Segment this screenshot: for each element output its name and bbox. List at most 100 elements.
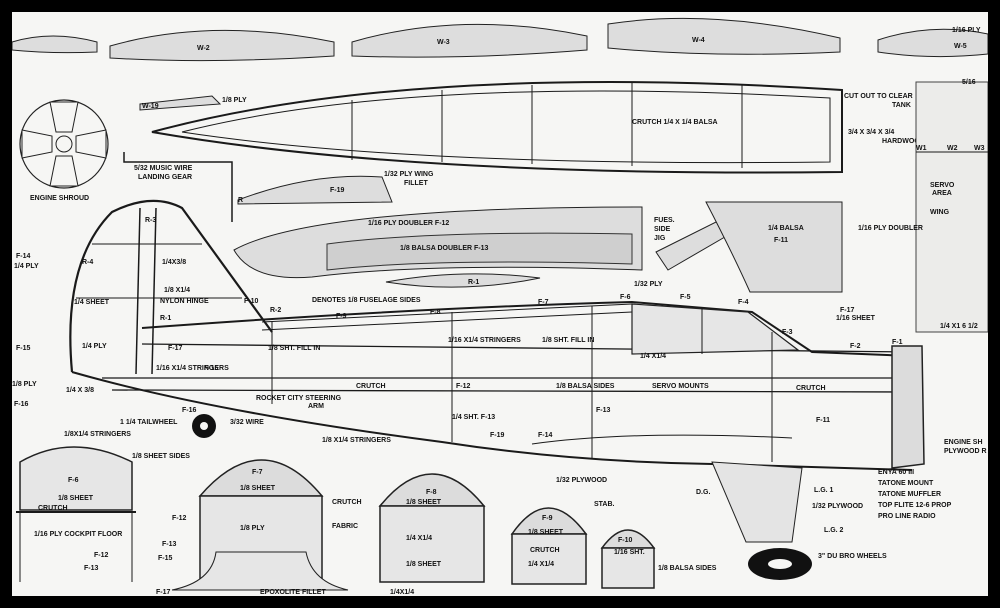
label-engine-shroud: ENGINE SHROUD bbox=[30, 195, 89, 202]
label-f12-f7: F-12 bbox=[172, 515, 187, 522]
shroud-hub bbox=[55, 135, 73, 153]
label-former-f9: F-9 bbox=[542, 515, 553, 522]
label-f15-body: F-15 bbox=[204, 365, 219, 372]
wing-rib-w19 bbox=[139, 95, 222, 111]
label-former-f8: F-8 bbox=[426, 489, 437, 496]
label-r3: R-3 bbox=[145, 217, 156, 224]
label-former-f10: F-10 bbox=[618, 537, 633, 544]
label-f12-former: F-12 bbox=[94, 552, 109, 559]
former-f7-top bbox=[198, 459, 324, 497]
rudder-hinge-line bbox=[135, 207, 141, 375]
engine-shroud-outline bbox=[19, 99, 109, 189]
former-f10-body bbox=[601, 547, 655, 589]
label-r1: R-1 bbox=[160, 315, 171, 322]
label-balsa-doubler: 1/8 BALSA DOUBLER F-13 bbox=[400, 245, 489, 252]
label-5-16: 5/16 bbox=[962, 79, 976, 86]
label-f16: F-16 bbox=[182, 407, 197, 414]
label-ply-wing: 1/32 PLY WING bbox=[384, 171, 434, 178]
label-f1: F-1 bbox=[892, 339, 903, 346]
label-crutch-balsa: CRUTCH 1/4 X 1/4 BALSA bbox=[632, 119, 718, 126]
label-r2: R-2 bbox=[270, 307, 281, 314]
label-f8: F-8 bbox=[430, 309, 441, 316]
label-f11-panel: F-11 bbox=[774, 237, 788, 244]
label-f9: F-9 bbox=[336, 313, 347, 320]
former-cross-sections: F-6 1/8 SHEET CRUTCH 1/16 PLY COCKPIT FL… bbox=[16, 446, 717, 596]
label-f2: F-2 bbox=[850, 343, 861, 350]
label-fabric: FABRIC bbox=[332, 523, 358, 530]
label-f19-top: F-19 bbox=[330, 187, 345, 194]
label-1-4-x-3-8: 1/4 X 3/8 bbox=[66, 387, 94, 394]
label-left-f16: F-16 bbox=[14, 401, 29, 408]
label-f8-sheet-b: 1/8 SHEET bbox=[406, 561, 442, 568]
label-f8-size: 1/4 X1/4 bbox=[406, 535, 432, 542]
label-r: R bbox=[238, 197, 243, 204]
rib-label-w19: W-19 bbox=[142, 103, 159, 110]
former-f9-body bbox=[511, 533, 587, 585]
crutch-outline bbox=[151, 81, 843, 174]
label-music-wire: 5/32 MUSIC WIRE bbox=[134, 165, 193, 172]
label-lg1: L.G. 1 bbox=[814, 487, 834, 494]
wing-fillet-part bbox=[237, 175, 393, 205]
label-f5: F-5 bbox=[680, 294, 691, 301]
label-jig: JIG bbox=[654, 235, 666, 242]
gear-fairing bbox=[711, 461, 803, 543]
label-sht-fill-a: 1/8 SHT. FILL IN bbox=[268, 345, 320, 352]
label-sheet-sides: 1/8 SHEET SIDES bbox=[132, 453, 190, 460]
label-f7-sheet: 1/8 SHEET bbox=[240, 485, 276, 492]
fin-spar-line bbox=[151, 207, 157, 375]
label-steering-1: ROCKET CITY STEERING bbox=[256, 395, 342, 402]
label-former-f7: F-7 bbox=[252, 469, 263, 476]
label-engine-sh: ENGINE SH bbox=[944, 439, 983, 446]
label-landing-gear: LANDING GEAR bbox=[138, 174, 192, 181]
former-f8-body bbox=[379, 505, 485, 583]
label-1-16-x-1-4-tail: 1/16 X1/4 STRINGERS bbox=[156, 365, 229, 372]
label-servo-mounts: SERVO MOUNTS bbox=[652, 383, 709, 390]
label-ply-doubler-right: 1/16 PLY DOUBLER bbox=[858, 225, 923, 232]
spec-engine: ENYA 60 III bbox=[878, 469, 914, 476]
label-1-32-ply: 1/32 PLY bbox=[634, 281, 663, 288]
spec-radio: PRO LINE RADIO bbox=[878, 513, 936, 520]
shroud-cutout-right bbox=[75, 129, 107, 159]
label-f7: F-7 bbox=[538, 299, 549, 306]
label-r4: R-4 bbox=[82, 259, 93, 266]
label-cut-out-1: CUT OUT TO CLEAR bbox=[844, 93, 913, 100]
label-cockpit-floor: 1/16 PLY COCKPIT FLOOR bbox=[34, 531, 122, 538]
shroud-cutout-left bbox=[21, 129, 53, 159]
label-former-f6: F-6 bbox=[68, 477, 79, 484]
label-f8-sheet: 1/8 SHEET bbox=[406, 499, 442, 506]
label-1-4x3-8: 1/4X3/8 bbox=[162, 259, 186, 266]
tailwheel-hub bbox=[200, 422, 208, 430]
label-1-4-balsa: 1/4 BALSA bbox=[768, 225, 804, 232]
label-1-4-sht-f13: 1/4 SHT. F-13 bbox=[452, 414, 495, 421]
wing-rib-row: W-2 W-3 W-4 W-5 1/16 PLY bbox=[12, 17, 988, 62]
label-1-32-plywood: 1/32 PLYWOOD bbox=[812, 503, 863, 510]
label-w1: W1 bbox=[916, 145, 927, 152]
label-1-8x1-4-stringers: 1/8X1/4 STRINGERS bbox=[64, 431, 131, 438]
label-hardwood-2: HARDWOOD bbox=[882, 138, 925, 145]
spec-prop: TOP FLITE 12-6 PROP bbox=[878, 502, 952, 509]
label-1-8-ply: 1/8 PLY bbox=[222, 97, 247, 104]
label-sht-fill-b: 1/8 SHT. FILL IN bbox=[542, 337, 594, 344]
label-1-8-balsa-sides: 1/8 BALSA SIDES bbox=[556, 383, 615, 390]
fuselage-bottom-line bbox=[71, 371, 913, 471]
spec-mount: TATONE MOUNT bbox=[878, 480, 934, 487]
label-left-1-8-ply: 1/8 PLY bbox=[12, 381, 37, 388]
label-f13-f7: F-13 bbox=[162, 541, 177, 548]
wing-rib-w3 bbox=[351, 23, 588, 58]
canopy bbox=[631, 303, 800, 355]
label-f17-f7: F-17 bbox=[156, 589, 171, 596]
label-f14-body: F-14 bbox=[538, 432, 553, 439]
wing-rib-w4 bbox=[607, 17, 841, 55]
label-f7-ply: 1/8 PLY bbox=[240, 525, 265, 532]
label-w3: W3 bbox=[974, 145, 985, 152]
label-f3: F-3 bbox=[782, 329, 793, 336]
label-cut-out-2: TANK bbox=[892, 102, 911, 109]
label-f6-crutch: CRUTCH bbox=[38, 505, 68, 512]
label-du-bro-wheels: 3" DU BRO WHEELS bbox=[818, 553, 887, 560]
rib-label-w3: W-3 bbox=[437, 39, 450, 46]
label-f7-crutch: CRUTCH bbox=[332, 499, 362, 506]
label-steering-2: ARM bbox=[308, 403, 324, 410]
label-f19-body: F-19 bbox=[490, 432, 505, 439]
label-tailwheel: 1 1/4 TAILWHEEL bbox=[120, 419, 178, 426]
wing-rib-w2 bbox=[109, 29, 335, 62]
